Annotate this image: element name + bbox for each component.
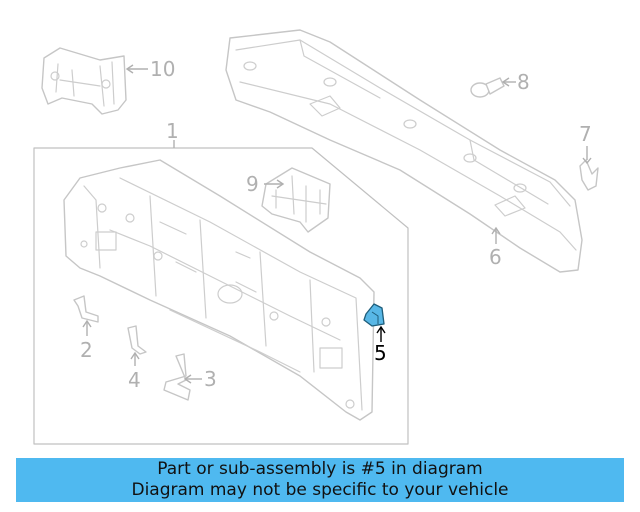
part-1-group-box [33,147,409,445]
part-10-bracket[interactable] [41,47,127,115]
callout-8[interactable]: 8 [517,70,530,94]
callout-5[interactable]: 5 [374,341,387,365]
callout-1[interactable]: 1 [166,119,179,143]
part-3-bracket[interactable] [163,353,191,401]
callout-9[interactable]: 9 [246,172,259,196]
callout-3[interactable]: 3 [204,367,217,391]
callout-2[interactable]: 2 [80,338,93,362]
part-7-clip[interactable] [579,159,599,191]
banner-line-disclaimer: Diagram may not be specific to your vehi… [131,480,509,500]
part-6-rear-rail[interactable] [225,29,583,273]
callout-6[interactable]: 6 [489,245,502,269]
leader-arrowheads [82,64,592,384]
part-1-rear-panel[interactable] [63,159,375,421]
part-8-bolt[interactable] [470,77,505,98]
leader-5-arrowhead [376,325,386,334]
callout-10[interactable]: 10 [150,57,175,81]
part-9-bracket[interactable] [261,167,331,233]
callout-4[interactable]: 4 [128,368,141,392]
info-banner: Part or sub-assembly is #5 in diagram Di… [16,458,624,502]
part-4-bracket[interactable] [127,325,147,355]
banner-line-part: Part or sub-assembly is #5 in diagram [157,459,483,479]
callout-7[interactable]: 7 [579,122,592,146]
part-5-highlighted[interactable] [363,303,385,327]
part-2-bracket[interactable] [73,295,99,323]
